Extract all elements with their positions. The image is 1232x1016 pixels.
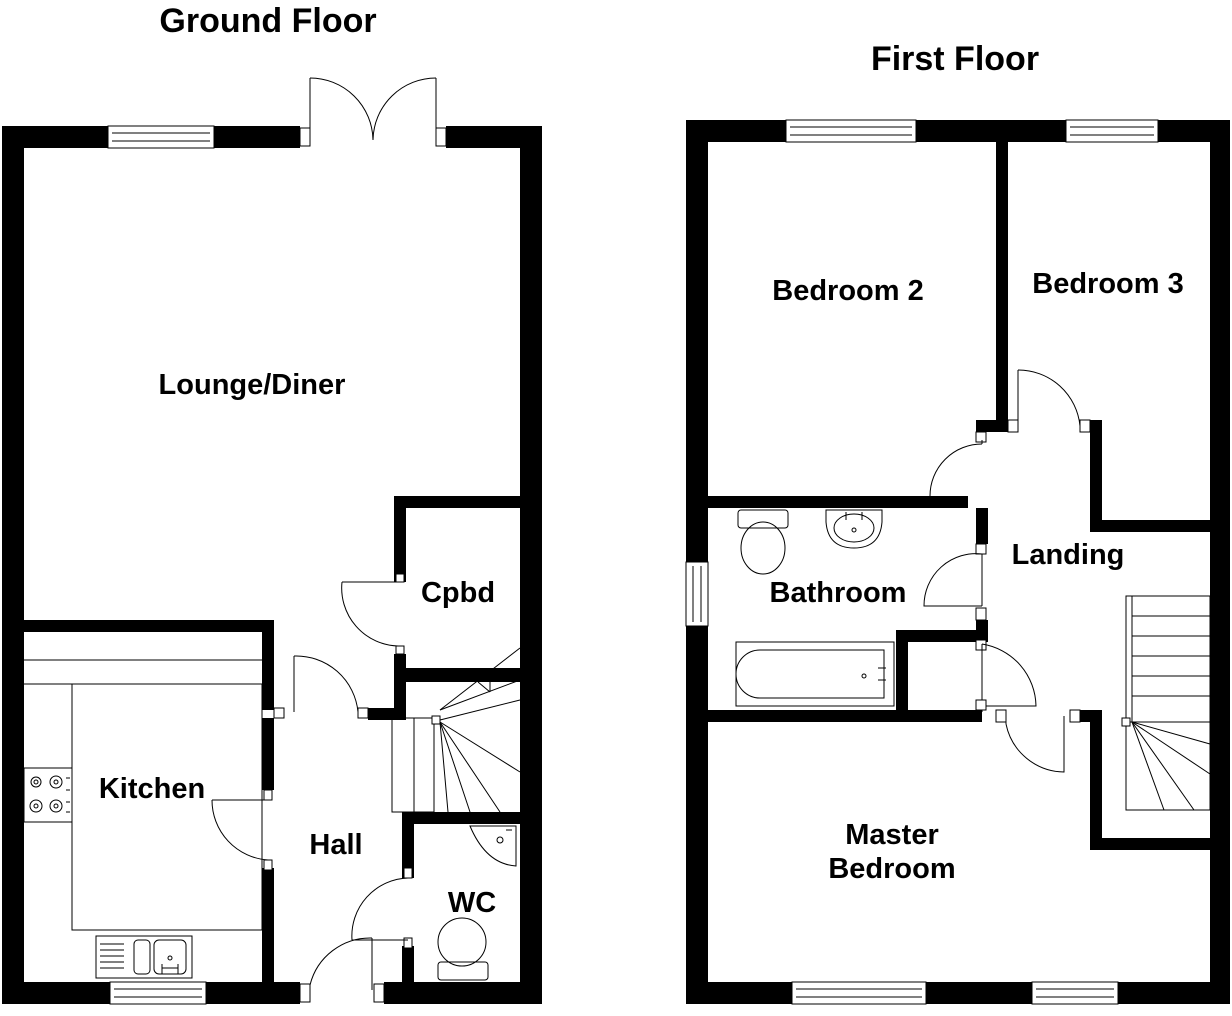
bedroom3-door bbox=[1007, 369, 1091, 433]
room-label-hall: Hall bbox=[309, 829, 362, 861]
ground-floor-plan: Ground Floor bbox=[2, 2, 542, 1005]
toilet-icon bbox=[737, 509, 789, 575]
kitchen-door bbox=[211, 789, 273, 871]
window-bedroom2 bbox=[785, 119, 917, 143]
ground-staircase bbox=[391, 647, 521, 813]
wc-door bbox=[351, 867, 413, 949]
ground-floor-title: Ground Floor bbox=[159, 2, 376, 40]
bathroom-door bbox=[923, 543, 987, 621]
kitchen-sink-icon bbox=[95, 935, 193, 979]
room-label-cpbd: Cpbd bbox=[421, 577, 495, 609]
room-label-master-line2: Bedroom bbox=[828, 853, 955, 885]
bedroom2-door bbox=[929, 431, 987, 497]
room-label-wc: WC bbox=[448, 887, 496, 919]
wc-fittings bbox=[437, 825, 517, 981]
bathroom-fittings bbox=[735, 509, 895, 707]
room-label-bathroom: Bathroom bbox=[770, 577, 907, 609]
kitchen-units bbox=[23, 659, 263, 979]
corner-basin-icon bbox=[469, 825, 517, 867]
window-master-1 bbox=[791, 981, 927, 1005]
hob-icon bbox=[29, 775, 63, 813]
first-internal-walls bbox=[708, 142, 1210, 850]
hall-lounge-door bbox=[273, 655, 369, 719]
window-bedroom3 bbox=[1065, 119, 1159, 143]
room-label-landing: Landing bbox=[1012, 539, 1125, 571]
first-windows bbox=[685, 119, 1159, 1005]
front-door bbox=[299, 937, 385, 1003]
window-bathroom bbox=[685, 561, 709, 627]
ground-internal-walls bbox=[24, 496, 520, 982]
basin-icon bbox=[825, 509, 883, 549]
french-doors bbox=[299, 77, 447, 147]
toilet-icon bbox=[437, 917, 489, 981]
window-lounge bbox=[107, 125, 215, 149]
room-label-lounge-diner: Lounge/Diner bbox=[159, 369, 346, 401]
first-floor-title: First Floor bbox=[871, 40, 1039, 78]
ground-outer-walls bbox=[2, 126, 542, 1004]
room-label-kitchen: Kitchen bbox=[99, 773, 205, 805]
first-staircase bbox=[1121, 595, 1211, 811]
cpbd-door bbox=[341, 573, 405, 655]
ground-windows bbox=[107, 125, 215, 1005]
airing-cupboard-door bbox=[975, 639, 1037, 712]
bath-icon bbox=[735, 641, 895, 707]
window-master-2 bbox=[1031, 981, 1119, 1005]
master-bedroom-door bbox=[995, 709, 1081, 773]
first-outer-walls bbox=[686, 120, 1230, 1004]
room-label-master-line1: Master bbox=[845, 819, 939, 851]
first-floor-plan: First Floor bbox=[685, 40, 1230, 1005]
room-label-bedroom3: Bedroom 3 bbox=[1032, 268, 1183, 300]
room-label-bedroom2: Bedroom 2 bbox=[772, 275, 923, 307]
window-kitchen bbox=[109, 981, 207, 1005]
